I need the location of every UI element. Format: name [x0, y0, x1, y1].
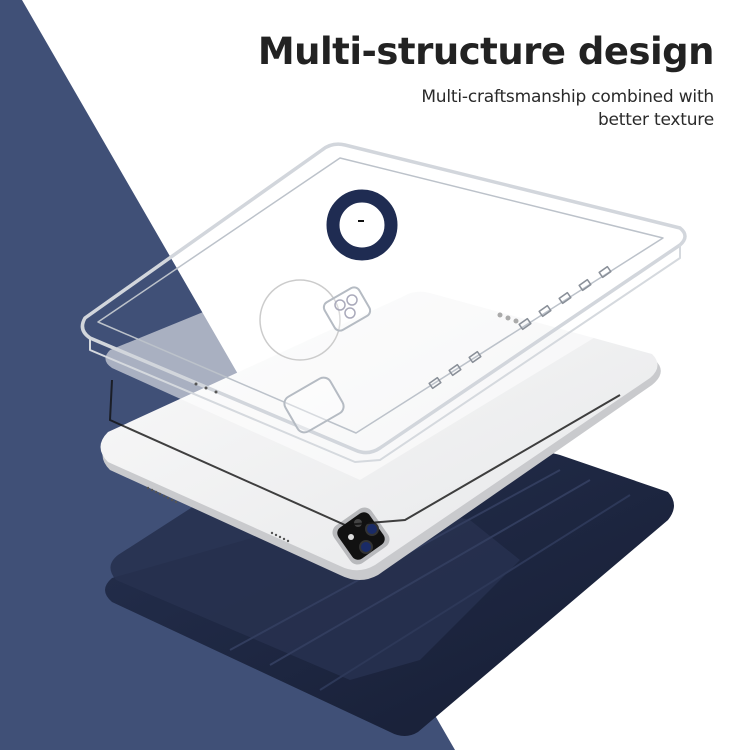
- clear-bumper-case: [80, 142, 687, 463]
- subtitle-line-1: Multi-craftsmanship combined with: [421, 87, 714, 107]
- speaker-grill: [146, 486, 290, 543]
- subtitle-line-2: better texture: [597, 110, 714, 130]
- headline-block: Multi-structure design Multi-craftsmansh…: [257, 26, 715, 132]
- clear-back-panel: [105, 240, 641, 527]
- ring-holder: [326, 189, 398, 261]
- headline-title: Multi-structure design: [257, 30, 715, 73]
- headline-subtitle: Multi-craftsmanship combined with better…: [258, 86, 714, 132]
